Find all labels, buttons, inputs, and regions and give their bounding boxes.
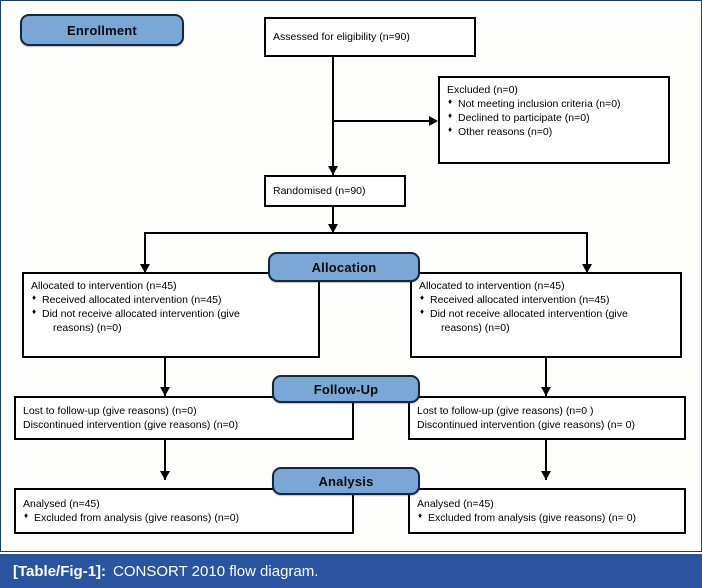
arrow-followup-right-to-analysis	[541, 471, 551, 480]
arrow-alloc-right-to-followup	[541, 387, 551, 396]
followup-left-box: Lost to follow-up (give reasons) (n=0) D…	[14, 396, 354, 440]
allocation-left-item-2: Did not receive allocated intervention (…	[31, 307, 311, 322]
allocation-right-box: Allocated to intervention (n=45) Receive…	[410, 272, 682, 358]
arrow-followup-left-to-analysis	[160, 471, 170, 480]
excluded-item-3: Other reasons (n=0)	[447, 125, 661, 140]
arrow-randomised-stem	[328, 224, 338, 233]
excluded-item-1: Not meeting inclusion criteria (n=0)	[447, 97, 661, 112]
assessed-for-eligibility-text: Assessed for eligibility (n=90)	[273, 30, 410, 43]
allocation-left-item-2-cont: reasons) (n=0)	[53, 321, 122, 334]
arrow-allocation-right	[582, 264, 592, 273]
connector-to-excluded	[332, 120, 430, 122]
analysis-left-box: Analysed (n=45) Excluded from analysis (…	[14, 488, 354, 534]
arrow-allocation-left	[140, 264, 150, 273]
allocation-pill[interactable]: Allocation	[268, 252, 420, 282]
assessed-for-eligibility-box: Assessed for eligibility (n=90)	[264, 17, 476, 57]
analysis-left-header: Analysed (n=45)	[23, 498, 100, 510]
connector-allocation-right-drop	[586, 232, 588, 274]
analysis-pill[interactable]: Analysis	[272, 467, 420, 495]
connector-randomised-stem	[332, 207, 334, 233]
excluded-header: Excluded (n=0)	[447, 84, 518, 96]
analysis-right-header: Analysed (n=45)	[417, 498, 494, 510]
allocation-right-item-1: Received allocated intervention (n=45)	[419, 293, 673, 308]
connector-allocation-left-drop	[144, 232, 146, 274]
excluded-item-2: Declined to participate (n=0)	[447, 111, 661, 126]
allocation-pill-label: Allocation	[311, 259, 377, 275]
consort-flow-diagram: Enrollment Assessed for eligibility (n=9…	[0, 0, 702, 552]
connector-followup-right-to-analysis	[545, 440, 547, 480]
enrollment-pill-label: Enrollment	[67, 22, 137, 38]
allocation-left-item-1: Received allocated intervention (n=45)	[31, 293, 311, 308]
figure-caption-bar: [Table/Fig-1]: CONSORT 2010 flow diagram…	[0, 554, 702, 588]
allocation-right-item-2-cont: reasons) (n=0)	[441, 321, 510, 334]
figure-caption-text: CONSORT 2010 flow diagram.	[113, 562, 319, 580]
followup-right-line-2: Discontinued intervention (give reasons)…	[417, 418, 635, 431]
figure-caption-tag: [Table/Fig-1]:	[13, 562, 107, 580]
allocation-right-header: Allocated to intervention (n=45)	[419, 280, 565, 292]
arrow-assessed-to-randomised	[328, 166, 338, 175]
analysis-right-box: Analysed (n=45) Excluded from analysis (…	[408, 488, 686, 534]
randomised-box: Randomised (n=90)	[264, 175, 406, 207]
connector-allocation-split-bar	[144, 232, 588, 234]
followup-left-line-2: Discontinued intervention (give reasons)…	[23, 418, 239, 431]
connector-alloc-right-to-followup	[545, 358, 547, 396]
analysis-left-item-1: Excluded from analysis (give reasons) (n…	[23, 511, 345, 526]
arrow-alloc-left-to-followup	[160, 387, 170, 396]
enrollment-pill[interactable]: Enrollment	[20, 14, 184, 46]
connector-assessed-to-randomised	[332, 57, 334, 175]
analysis-pill-label: Analysis	[318, 473, 374, 489]
connector-followup-left-to-analysis	[164, 440, 166, 480]
connector-alloc-left-to-followup	[164, 358, 166, 396]
allocation-left-header: Allocated to intervention (n=45)	[31, 280, 177, 292]
randomised-text: Randomised (n=90)	[273, 184, 366, 197]
followup-pill-label: Follow-Up	[313, 381, 379, 397]
followup-pill[interactable]: Follow-Up	[272, 375, 420, 403]
allocation-right-item-2: Did not receive allocated intervention (…	[419, 307, 673, 322]
allocation-left-box: Allocated to intervention (n=45) Receive…	[22, 272, 320, 358]
followup-left-line-1: Lost to follow-up (give reasons) (n=0)	[23, 405, 197, 417]
followup-right-line-1: Lost to follow-up (give reasons) (n=0 )	[417, 405, 594, 417]
arrow-to-excluded	[429, 116, 438, 126]
analysis-right-item-1: Excluded from analysis (give reasons) (n…	[417, 511, 677, 526]
excluded-box: Excluded (n=0) Not meeting inclusion cri…	[438, 76, 670, 164]
followup-right-box: Lost to follow-up (give reasons) (n=0 ) …	[408, 396, 686, 440]
